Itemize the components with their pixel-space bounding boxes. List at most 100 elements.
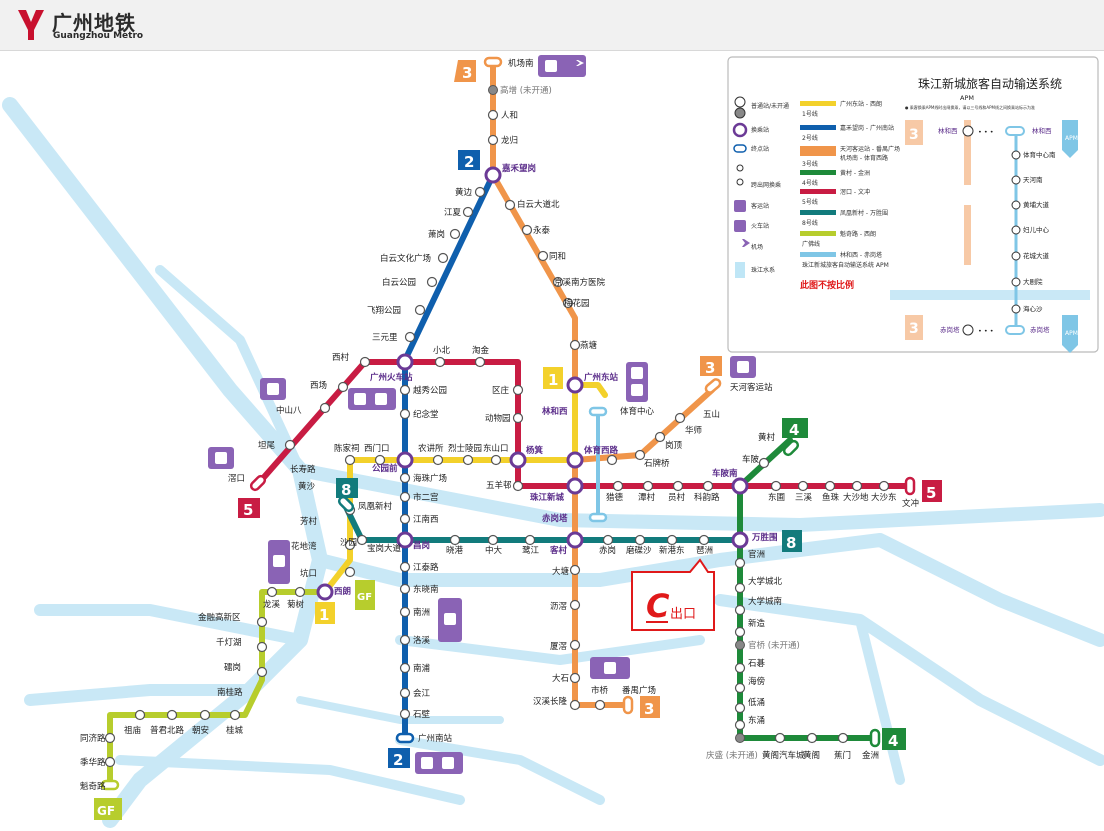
line-gf-badge-south: GF bbox=[94, 798, 122, 820]
svg-text:5: 5 bbox=[926, 484, 936, 502]
legend-item-6: 机场 bbox=[751, 243, 763, 251]
svg-text:5号线: 5号线 bbox=[802, 198, 818, 206]
station-xiaobei: 小北 bbox=[433, 345, 451, 356]
station-dongshankou: 东山口 bbox=[483, 443, 509, 454]
bus-train-icon-east bbox=[626, 362, 648, 402]
station-tancun: 潭村 bbox=[638, 492, 656, 503]
svg-text:嘉禾望岗 - 广州南站: 嘉禾望岗 - 广州南站 bbox=[840, 124, 894, 132]
station-jingxi: 京溪南方医院 bbox=[554, 277, 606, 288]
svg-text:5: 5 bbox=[243, 501, 253, 519]
station-meihuayuan: 梅花园 bbox=[564, 298, 590, 309]
apm-left-bottom: 赤岗塔 bbox=[940, 325, 960, 334]
exit-c-sign: C 出口 bbox=[631, 558, 715, 631]
station-shipaiqiao: 石牌桥 bbox=[644, 458, 670, 469]
station-qiandenghu: 千灯湖 bbox=[216, 637, 242, 648]
not-to-scale-note: 此图不按比例 bbox=[800, 279, 854, 291]
station-zumiao: 祖庙 bbox=[124, 725, 142, 736]
bus-icon-fangcun bbox=[268, 540, 290, 584]
transfer-stations bbox=[316, 166, 749, 601]
svg-text:APM: APM bbox=[1065, 135, 1078, 142]
line-gf-badge-east: GF bbox=[355, 580, 375, 610]
station-ximenkou: 西门口 bbox=[364, 443, 390, 454]
station-wuyangcun: 五羊邨 bbox=[486, 480, 512, 491]
station-chigang: 赤岗 bbox=[599, 545, 616, 556]
station-taojin: 淘金 bbox=[472, 345, 490, 356]
station-xicun: 西村 bbox=[332, 352, 350, 363]
station-luoxi: 洛溪 bbox=[413, 635, 431, 646]
bus-icon-shiqiao bbox=[590, 657, 630, 679]
station-jiangxia: 江夏 bbox=[444, 208, 462, 218]
station-huangge2: 黄阁 bbox=[803, 750, 820, 761]
bus-icon-nanzhou bbox=[438, 598, 462, 642]
station-daxuechengbei: 大学城北 bbox=[748, 576, 783, 587]
line-8-badge-east: 8 bbox=[782, 530, 802, 552]
svg-text:• • •: • • • bbox=[978, 128, 994, 136]
station-lijiao: 沥滘 bbox=[550, 602, 567, 612]
station-nanzhou: 南洲 bbox=[413, 607, 430, 618]
station-changgang: 昌岗 bbox=[413, 540, 430, 551]
station-zhujiangxincheng: 珠江新城 bbox=[530, 492, 565, 503]
station-wanshengwei: 万胜围 bbox=[751, 532, 778, 543]
station-guangzhounanzhan: 广州南站 bbox=[418, 733, 453, 744]
station-baiyunwenhua: 白云文化广场 bbox=[380, 253, 431, 264]
svg-text:2号线: 2号线 bbox=[802, 134, 818, 142]
station-renhe: 人和 bbox=[501, 111, 518, 121]
station-xinzao: 新造 bbox=[748, 618, 766, 629]
station-dashadi: 大沙地 bbox=[843, 492, 869, 503]
station-xiajiao: 厦滘 bbox=[550, 642, 567, 652]
header-bar: 广州地铁 Guangzhou Metro bbox=[0, 0, 1104, 51]
station-tongjilu: 同济路 bbox=[80, 733, 106, 744]
station-tonghe: 同和 bbox=[549, 252, 566, 262]
svg-text:• • •: • • • bbox=[978, 327, 994, 335]
line-1-badge-south: 1 bbox=[315, 602, 335, 624]
station-dashadong: 大沙东 bbox=[871, 492, 897, 503]
svg-text:2: 2 bbox=[464, 153, 474, 171]
station-shiji: 石碁 bbox=[748, 658, 766, 669]
station-nanguilu: 南桂路 bbox=[217, 687, 243, 698]
station-chigang-apm: 赤岗塔 bbox=[542, 513, 568, 524]
legend-item-2: 终点站 bbox=[751, 145, 769, 153]
station-jihualu: 季华路 bbox=[80, 757, 106, 768]
station-tianhekeyunzhan: 天河客运站 bbox=[730, 382, 773, 393]
svg-text:黄埔大道: 黄埔大道 bbox=[1023, 200, 1050, 209]
station-chebei: 车陂 bbox=[742, 454, 760, 465]
apm-subtitle: APM bbox=[960, 94, 974, 102]
legend-item-1: 换乘站 bbox=[751, 126, 769, 134]
station-huijiang: 会江 bbox=[413, 688, 431, 699]
station-shibi: 石壁 bbox=[413, 709, 431, 720]
svg-text:林和西 - 赤岗塔: 林和西 - 赤岗塔 bbox=[840, 251, 882, 259]
station-jiangtailu: 江泰路 bbox=[413, 562, 439, 573]
station-xilang: 西朗 bbox=[334, 586, 351, 597]
line-3-badge-east: 3 bbox=[700, 356, 722, 377]
svg-text:1: 1 bbox=[319, 606, 329, 624]
svg-text:8号线: 8号线 bbox=[802, 219, 818, 227]
line-badges: 3 2 1 3 4 5 5 8 8 1 GF 3 2 4 GF bbox=[94, 60, 942, 820]
transport-icons bbox=[208, 55, 756, 774]
station-gangding: 岗顶 bbox=[665, 440, 683, 451]
station-panyuguangchang: 番禺广场 bbox=[622, 685, 656, 696]
station-jichangnan: 机场南 bbox=[508, 58, 534, 69]
station-fangcun: 芳村 bbox=[300, 516, 318, 527]
station-kengkou: 坑口 bbox=[300, 568, 317, 579]
brand-name-cn: 广州地铁 bbox=[52, 11, 136, 35]
line-2-badge-north: 2 bbox=[458, 150, 480, 171]
station-zhongshanba: 中山八 bbox=[276, 405, 302, 416]
bus-icon-tianhe bbox=[730, 356, 756, 378]
station-pazhou: 琶洲 bbox=[696, 546, 713, 556]
station-yangji: 杨箕 bbox=[526, 445, 544, 456]
svg-text:4: 4 bbox=[888, 732, 898, 750]
station-nongjiangsuo: 农讲所 bbox=[418, 443, 444, 454]
station-datang: 大塘 bbox=[552, 566, 570, 577]
svg-text:4: 4 bbox=[789, 421, 799, 439]
svg-text:8: 8 bbox=[786, 534, 796, 552]
station-chaoan: 朝安 bbox=[192, 725, 209, 736]
apm-desc: ● 乘客换乘APM线时出闸换乘，请以三号线和APM线之间换乘站标示为准 bbox=[905, 104, 1035, 110]
station-huashi: 华师 bbox=[685, 425, 703, 436]
svg-text:天河客运站 - 番禺广场: 天河客运站 - 番禺广场 bbox=[840, 145, 900, 153]
station-xiaogang2: 萧岗 bbox=[428, 229, 445, 240]
station-dongchong: 东涌 bbox=[748, 715, 765, 726]
svg-text:海心沙: 海心沙 bbox=[1023, 304, 1043, 313]
station-haizhuguangchang: 海珠广场 bbox=[413, 473, 447, 484]
station-shiqiao: 市桥 bbox=[591, 685, 609, 696]
station-gongyuanqian: 公园前 bbox=[372, 463, 398, 474]
